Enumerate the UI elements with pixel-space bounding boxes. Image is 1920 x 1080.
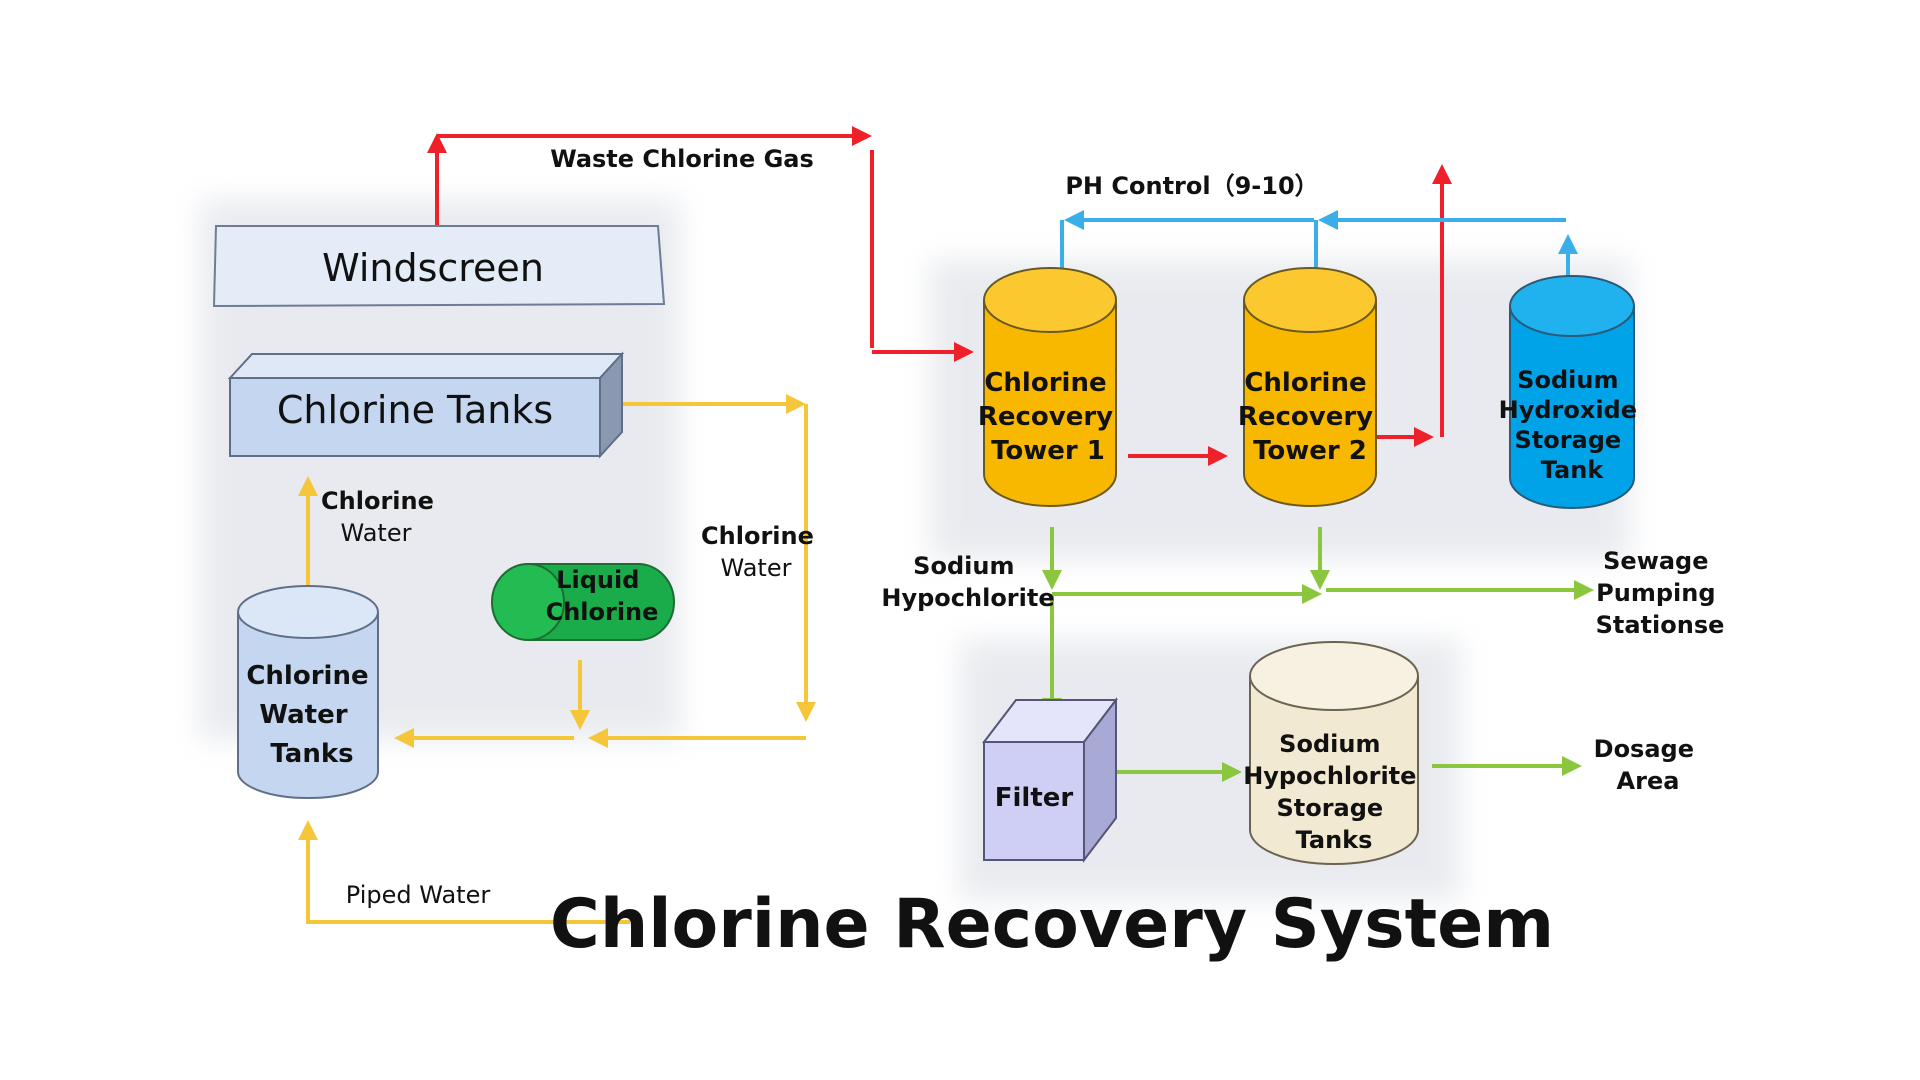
ph-control-label: PH Control（9-10） — [1065, 172, 1318, 200]
ph-control-lines — [1052, 210, 1578, 302]
filter: Filter — [981, 697, 1119, 863]
naocl-label-2: Hypochlorite — [1243, 762, 1416, 790]
dosage-label-2: Area — [1617, 767, 1680, 795]
water-tanks-label-1: Chlorine — [246, 661, 368, 691]
liquid-chlorine-label-1: Liquid — [556, 566, 639, 594]
tower2-label-1: Chlorine — [1244, 368, 1366, 398]
filter-label: Filter — [995, 783, 1074, 813]
sewage-label-3: Stationse — [1596, 611, 1725, 639]
hypochlorite-lines — [1042, 527, 1594, 782]
tower2-label-3: Tower 2 — [1253, 436, 1367, 466]
chlorine-water-right-label-2: Water — [721, 554, 792, 582]
hypochlorite-label-1: Sodium — [913, 552, 1014, 580]
diagram-title: Chlorine Recovery System — [550, 885, 1554, 964]
sewage-label-2: Pumping — [1596, 579, 1715, 607]
naoh-label-4: Tank — [1541, 456, 1605, 484]
tower1-label-1: Chlorine — [984, 368, 1106, 398]
chlorine-water-left-label-1: Chlorine — [321, 487, 434, 515]
waste-gas-lines — [427, 126, 1452, 466]
svg-text:Chlorine Water Tan: Chlorine Water Tanks — [246, 661, 377, 769]
waste-gas-label: Waste Chlorine Gas — [550, 145, 814, 173]
tower1-label-3: Tower 1 — [991, 436, 1105, 466]
recovery-tower-1: Chlorine Recovery Tower 1 — [978, 267, 1122, 507]
svg-text:Sodium Hypochlorite: Sodium Hypochlorite Storage Tanks — [1243, 730, 1425, 854]
naoh-label-2: Hydroxide — [1499, 396, 1637, 424]
svg-text:Liquid Chlorine: Liquid Chlorine — [546, 566, 659, 626]
naocl-label-3: Storage — [1276, 794, 1383, 822]
piped-water-label: Piped Water — [346, 881, 491, 909]
dosage-label-1: Dosage — [1594, 735, 1694, 763]
tower1-label-2: Recovery — [978, 402, 1113, 432]
naoh-label-1: Sodium — [1517, 366, 1618, 394]
svg-text:Dosage Area: Dosage Area — [1594, 735, 1703, 795]
water-tanks-label-3: Tanks — [270, 739, 353, 769]
chlorine-tanks-label: Chlorine Tanks — [277, 388, 553, 432]
hypochlorite-label-2: Hypochlorite — [881, 584, 1054, 612]
windscreen: Windscreen — [212, 225, 666, 308]
svg-text:Sodium Hypochlorite: Sodium Hypochlorite — [881, 552, 1054, 612]
svg-text:Chlorine Water: Chlorine Water — [321, 487, 439, 547]
water-tanks-label-2: Water — [259, 700, 347, 730]
chlorine-water-tanks: Chlorine Water Tanks — [237, 585, 379, 799]
chlorine-water-right-label-1: Chlorine — [701, 522, 814, 550]
chlorine-water-left-label-2: Water — [341, 519, 412, 547]
svg-text:Sodium Hydroxide S: Sodium Hydroxide Storage Tank — [1499, 366, 1646, 484]
svg-text:Sewage Pumping Station: Sewage Pumping Stationse — [1596, 547, 1725, 639]
chlorine-tanks: Chlorine Tanks — [227, 351, 625, 459]
sewage-label-1: Sewage — [1603, 547, 1708, 575]
liquid-chlorine: Liquid Chlorine — [491, 563, 675, 641]
recovery-tower-2: Chlorine Recovery Tower 2 — [1238, 267, 1382, 507]
sodium-hypochlorite-tanks: Sodium Hypochlorite Storage Tanks — [1243, 641, 1425, 865]
tower2-label-2: Recovery — [1238, 402, 1373, 432]
sodium-hydroxide-tank: Sodium Hydroxide Storage Tank — [1499, 275, 1646, 509]
svg-text:Chlorine Recovery: Chlorine Recovery Tower 2 — [1238, 368, 1382, 466]
svg-text:Chlorine Water: Chlorine Water — [701, 522, 819, 582]
naocl-label-4: Tanks — [1296, 826, 1373, 854]
naocl-label-1: Sodium — [1279, 730, 1380, 758]
piped-water-line — [298, 820, 630, 924]
liquid-chlorine-label-2: Chlorine — [546, 598, 659, 626]
naoh-label-3: Storage — [1514, 426, 1621, 454]
svg-text:Chlorine Recovery: Chlorine Recovery Tower 1 — [978, 368, 1122, 466]
windscreen-label: Windscreen — [322, 246, 544, 290]
